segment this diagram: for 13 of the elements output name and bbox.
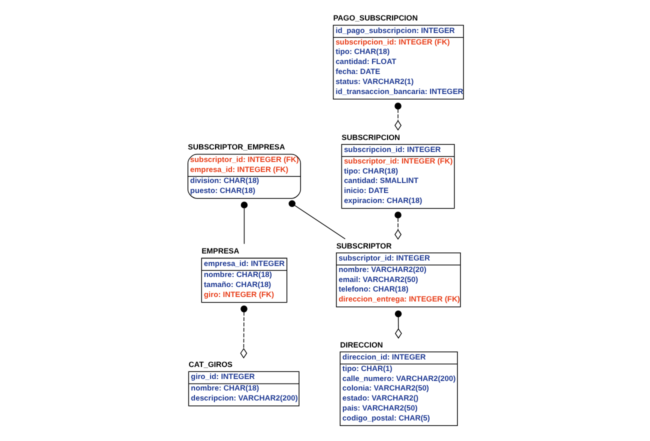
connector bbox=[394, 310, 402, 339]
connector bbox=[240, 306, 247, 358]
node-label: CAT_GIROS bbox=[188, 360, 232, 370]
connector bbox=[240, 202, 248, 244]
connector bbox=[394, 212, 402, 240]
node-label: PAGO_SUBSCRIPCION bbox=[332, 14, 418, 23]
node-label: SUBSCRIPTOR_EMPRESA bbox=[187, 142, 285, 152]
node-label: SUBSCRIPTOR bbox=[336, 241, 392, 250]
node-label: DIRECCION bbox=[340, 340, 382, 350]
node-label: SUBSCRIPCION bbox=[341, 132, 400, 142]
node-label: EMPRESA bbox=[201, 246, 239, 256]
connector bbox=[394, 102, 402, 131]
connector bbox=[288, 200, 346, 240]
